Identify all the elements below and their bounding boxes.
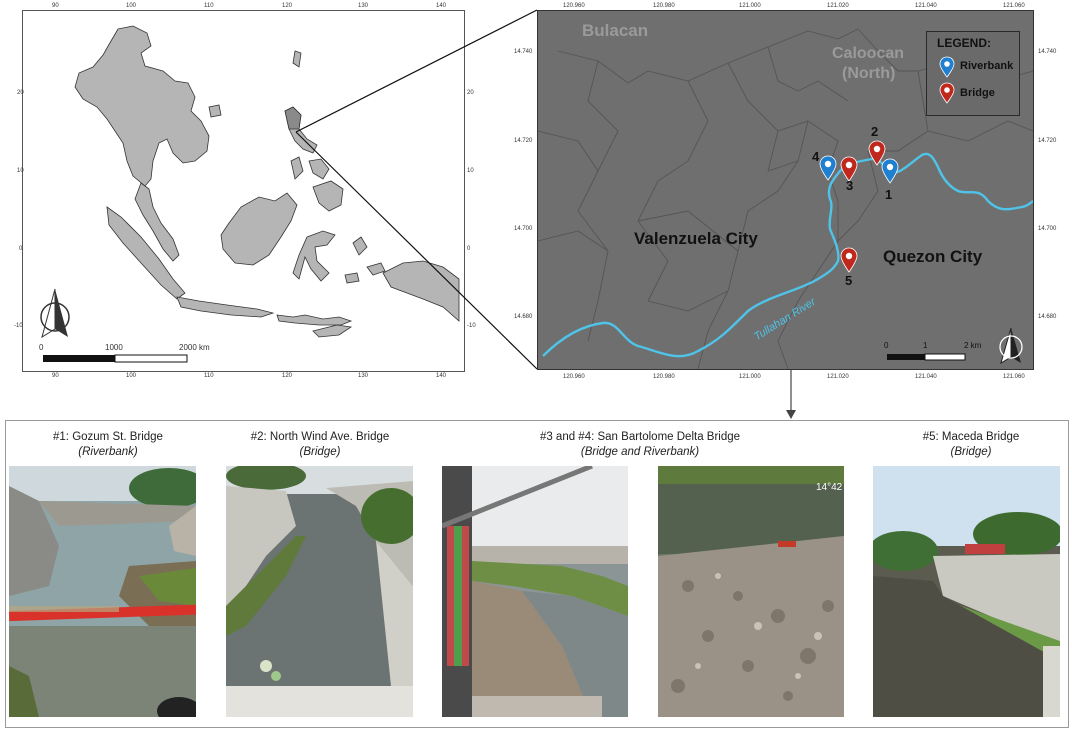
label-caloocan: Caloocan xyxy=(832,45,905,62)
site-5-label: 5 xyxy=(845,273,853,288)
tick-label: 121.040 xyxy=(915,374,937,380)
site-1-label: 1 xyxy=(885,187,893,202)
tick-label: 140 xyxy=(436,3,447,9)
site-5-bridge-pin-icon[interactable] xyxy=(840,247,858,273)
photo-north-wind-ave-bridge xyxy=(226,466,413,717)
tick-label: 14.740 xyxy=(1038,49,1057,55)
photo-2-title: #2: North Wind Ave. Bridge xyxy=(250,431,390,443)
tick-label: 121.020 xyxy=(827,3,849,9)
photo-san-bartolome-bridge xyxy=(442,466,628,717)
tick-label: 14.740 xyxy=(514,49,533,55)
photo-34-title: #3 and #4: San Bartolome Delta Bridge xyxy=(539,431,741,443)
tick-label: 120 xyxy=(282,373,293,379)
tullahan-river xyxy=(542,152,1033,358)
tick-label: 121.060 xyxy=(1003,374,1025,380)
tick-label: 14.680 xyxy=(1038,314,1057,320)
site-4-riverbank-pin-icon[interactable] xyxy=(819,155,837,181)
legend-bridge: Bridge xyxy=(960,87,995,99)
photo-5-caption: #5: Maceda Bridge (Bridge) xyxy=(876,430,1066,460)
north-arrow-icon xyxy=(999,327,1023,365)
site-2-bridge-pin-icon[interactable] xyxy=(868,140,886,166)
inset-scale-2000: 2000 km xyxy=(179,343,210,352)
tick-label: 20 xyxy=(467,90,474,96)
riverbank-pin-icon xyxy=(939,56,955,78)
inset-scale-1000: 1000 xyxy=(105,343,123,352)
photo-34-caption: #3 and #4: San Bartolome Delta Bridge (B… xyxy=(500,430,780,460)
photo-1-subtitle: (Riverbank) xyxy=(78,446,138,458)
photo-5-title: #5: Maceda Bridge xyxy=(922,431,1020,443)
tick-label: 121.020 xyxy=(827,374,849,380)
tick-label: 14.720 xyxy=(514,138,533,144)
photo-maceda-bridge xyxy=(873,466,1060,717)
photo-1-title: #1: Gozum St. Bridge xyxy=(53,431,163,443)
tick-label: 10 xyxy=(467,168,474,174)
main-scale-1: 1 xyxy=(923,341,928,350)
inset-scale-bar xyxy=(43,354,188,363)
photo-2-caption: #2: North Wind Ave. Bridge (Bridge) xyxy=(225,430,415,460)
tick-label: 14.680 xyxy=(514,314,533,320)
site-3-bridge-pin-icon[interactable] xyxy=(840,156,858,182)
label-valenzuela: Valenzuela City xyxy=(634,229,758,248)
tick-label: 100 xyxy=(126,373,137,379)
photo-2-subtitle: (Bridge) xyxy=(299,446,341,458)
legend-title: LEGEND: xyxy=(937,36,991,50)
tick-label: 121.060 xyxy=(1003,3,1025,9)
inset-landmass xyxy=(40,25,460,363)
tick-label: 120.960 xyxy=(563,3,585,9)
tick-label: 120.980 xyxy=(653,374,675,380)
tick-label: 110 xyxy=(204,3,214,9)
photo-san-bartolome-riverbank: 14°42 xyxy=(658,466,844,717)
main-scale-2: 2 km xyxy=(964,341,982,350)
legend-riverbank: Riverbank xyxy=(960,60,1014,72)
tick-label: 14.700 xyxy=(1038,226,1057,232)
inset-scale-0: 0 xyxy=(39,343,44,352)
photo-gozum-st-bridge xyxy=(9,466,196,717)
main-map: Bulacan Caloocan (North) Valenzuela City… xyxy=(537,10,1034,370)
tick-label: -10 xyxy=(467,323,476,329)
tick-label: 90 xyxy=(52,373,59,379)
tick-label: 14.720 xyxy=(1038,138,1057,144)
label-bulacan: Bulacan xyxy=(582,21,649,40)
tick-label: 121.000 xyxy=(739,3,761,9)
tick-label: 0 xyxy=(467,246,471,252)
tick-label: 14.700 xyxy=(514,226,533,232)
tick-label: 20 xyxy=(17,90,24,96)
site-4-label: 4 xyxy=(812,149,820,164)
photo-1-caption: #1: Gozum St. Bridge (Riverbank) xyxy=(18,430,198,460)
tick-label: 120.960 xyxy=(563,374,585,380)
tick-label: 120.980 xyxy=(653,3,675,9)
label-quezon: Quezon City xyxy=(883,247,983,266)
site-1-riverbank-pin-icon[interactable] xyxy=(881,158,899,184)
tick-label: 0 xyxy=(19,246,23,252)
tick-label: 121.000 xyxy=(739,374,761,380)
tick-label: 10 xyxy=(17,168,24,174)
photo-34-subtitle: (Bridge and Riverbank) xyxy=(580,446,700,458)
photo-timestamp: 14°42 xyxy=(816,482,843,493)
bridge-pin-icon xyxy=(939,82,955,104)
tick-label: 130 xyxy=(358,3,369,9)
tick-label: 130 xyxy=(358,373,369,379)
north-arrow-icon xyxy=(40,288,70,339)
tick-label: -10 xyxy=(14,323,23,329)
tick-label: 140 xyxy=(436,373,447,379)
photo-5-subtitle: (Bridge) xyxy=(950,446,992,458)
site-3-label: 3 xyxy=(846,178,854,193)
main-scale-bar xyxy=(887,353,966,361)
tick-label: 121.040 xyxy=(915,3,937,9)
tick-label: 100 xyxy=(126,3,137,9)
main-scale-0: 0 xyxy=(884,341,889,350)
map-legend: LEGEND: Riverbank Bridge xyxy=(926,31,1020,116)
inset-map: 0 1000 2000 km xyxy=(22,10,465,372)
main-map-boundaries xyxy=(538,28,1033,369)
tick-label: 110 xyxy=(204,373,214,379)
site-2-label: 2 xyxy=(871,124,879,139)
tick-label: 120 xyxy=(282,3,293,9)
tick-label: 90 xyxy=(52,3,59,9)
label-caloocan-north: (North) xyxy=(842,65,896,82)
